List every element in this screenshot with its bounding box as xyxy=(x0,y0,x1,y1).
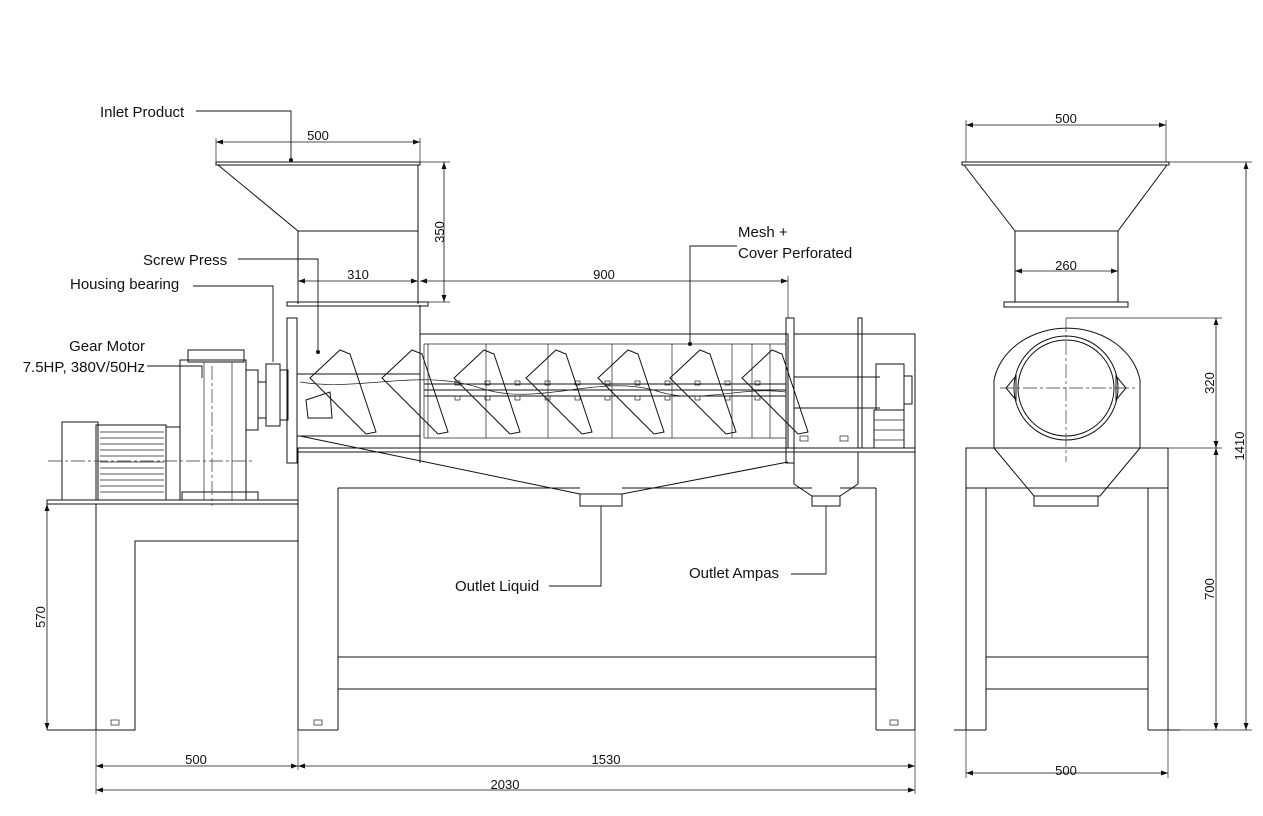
mesh-bolt xyxy=(514,395,521,401)
screw-flight xyxy=(309,349,377,435)
mesh-bolt xyxy=(724,395,731,401)
dim-side-frame-height: 700 xyxy=(1202,578,1217,600)
mesh-bolt xyxy=(664,380,671,386)
mesh-bolt xyxy=(724,380,731,386)
side-housing xyxy=(993,318,1141,462)
dim-mesh-length: 900 xyxy=(593,267,615,282)
mesh-bolt xyxy=(754,395,761,401)
dim-frame-length: 1530 xyxy=(592,752,621,767)
side-frame xyxy=(954,447,1180,731)
mesh-bolt xyxy=(454,395,461,401)
liquid-trough xyxy=(299,435,789,507)
dim-side-hopper-neck: 260 xyxy=(1055,258,1077,273)
callout-outlet-ampas: Outlet Ampas xyxy=(689,565,779,582)
front-view xyxy=(46,161,916,731)
mesh-bolt xyxy=(484,380,491,386)
dim-side-base-width: 500 xyxy=(1055,763,1077,778)
ampas-chute xyxy=(793,452,859,507)
mesh-bolt xyxy=(544,380,551,386)
callout-gear-motor-spec: 7.5HP, 380V/50Hz xyxy=(23,359,145,376)
screw-shaft-curve xyxy=(299,379,787,397)
dimension-text: 500 350 310 900 570 500 1530 2030 500 26… xyxy=(33,111,1247,792)
callout-screw-press: Screw Press xyxy=(143,252,227,269)
mesh-bolt xyxy=(604,380,611,386)
screw-flight xyxy=(381,349,449,435)
dim-side-housing-height: 320 xyxy=(1202,372,1217,394)
screw-barrel xyxy=(286,305,916,464)
screw-flight xyxy=(669,349,737,435)
screw-flight xyxy=(597,349,665,435)
dim-hopper-height: 350 xyxy=(432,221,447,243)
mesh-bolt xyxy=(694,380,701,386)
side-hopper xyxy=(961,161,1170,308)
screw-flights xyxy=(299,349,809,435)
dim-hopper-top: 500 xyxy=(307,128,329,143)
screw-flight xyxy=(453,349,521,435)
front-hopper xyxy=(215,161,429,307)
callout-inlet-product: Inlet Product xyxy=(100,104,185,121)
callout-gear-motor-name: Gear Motor xyxy=(69,338,145,355)
mesh-bolt xyxy=(664,395,671,401)
screw-flight xyxy=(741,349,809,435)
dim-screw-length: 310 xyxy=(347,267,369,282)
mesh-bolt xyxy=(604,395,611,401)
mesh-bolt xyxy=(574,395,581,401)
mesh-bolt xyxy=(634,395,641,401)
mesh-bolt xyxy=(754,380,761,386)
side-view xyxy=(954,161,1180,731)
screw-flight xyxy=(525,349,593,435)
gear-motor xyxy=(48,349,289,506)
dim-overall-length: 2030 xyxy=(491,777,520,792)
dimension-lines xyxy=(44,120,1252,794)
motor-base-frame xyxy=(46,499,299,731)
dim-side-hopper-top: 500 xyxy=(1055,111,1077,126)
dim-frame-height: 570 xyxy=(33,606,48,628)
mesh-bolt xyxy=(634,380,641,386)
callout-cover-perforated: Cover Perforated xyxy=(738,245,852,262)
callout-mesh: Mesh + xyxy=(738,224,788,241)
mesh-bolt xyxy=(514,380,521,386)
dim-side-overall-height: 1410 xyxy=(1232,432,1247,461)
mesh-bolt xyxy=(694,395,701,401)
screw-flight-start xyxy=(305,391,333,419)
callout-outlet-liquid: Outlet Liquid xyxy=(455,578,539,595)
callout-housing-bearing: Housing bearing xyxy=(70,276,179,293)
mesh-bolt xyxy=(484,395,491,401)
dim-motor-base-width: 500 xyxy=(185,752,207,767)
callouts: Inlet Product Screw Press Housing bearin… xyxy=(23,104,853,595)
main-frame xyxy=(297,435,916,731)
mesh-bolt xyxy=(574,380,581,386)
